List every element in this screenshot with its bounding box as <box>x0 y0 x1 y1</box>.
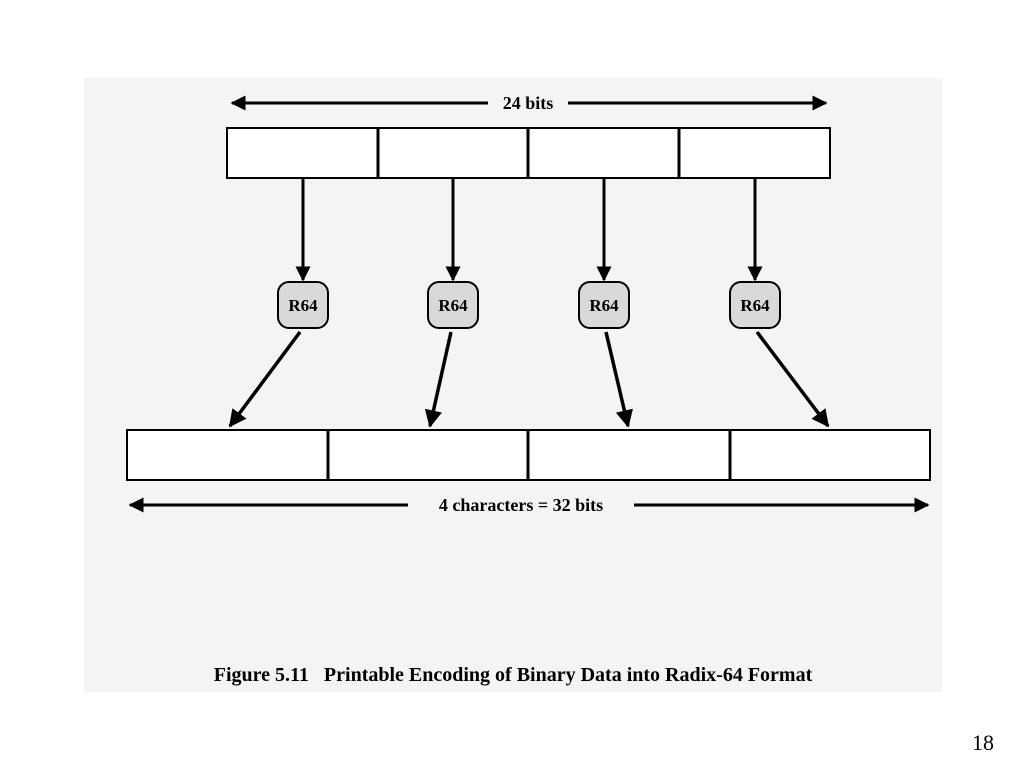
figure-caption: Figure 5.11 Printable Encoding of Binary… <box>213 664 813 686</box>
slide-number: 18 <box>972 730 994 755</box>
r64-encoder-label: R64 <box>740 296 770 315</box>
r64-encoders: R64 R64 R64 R64 <box>277 281 781 329</box>
top-dimension-arrow: 24 bits <box>230 93 828 113</box>
bottom-dimension-label: 4 characters = 32 bits <box>439 495 603 515</box>
output-arrows <box>228 330 830 428</box>
r64-encoder-label: R64 <box>438 296 468 315</box>
r64-encoder-label: R64 <box>288 296 318 315</box>
top-dimension-label: 24 bits <box>503 93 554 113</box>
output-arrow <box>755 330 830 428</box>
bottom-dimension-arrow: 4 characters = 32 bits <box>128 495 930 515</box>
output-arrow <box>228 330 302 428</box>
r64-encoder-node: R64 <box>427 281 479 329</box>
input-arrows <box>295 178 763 282</box>
r64-encoder-label: R64 <box>589 296 619 315</box>
r64-encoder-node: R64 <box>729 281 781 329</box>
output-arrow <box>424 331 453 428</box>
r64-encoder-node: R64 <box>578 281 630 329</box>
input-bit-groups <box>226 127 831 179</box>
output-arrow <box>604 331 633 428</box>
output-characters <box>126 429 931 481</box>
r64-encoder-node: R64 <box>277 281 329 329</box>
